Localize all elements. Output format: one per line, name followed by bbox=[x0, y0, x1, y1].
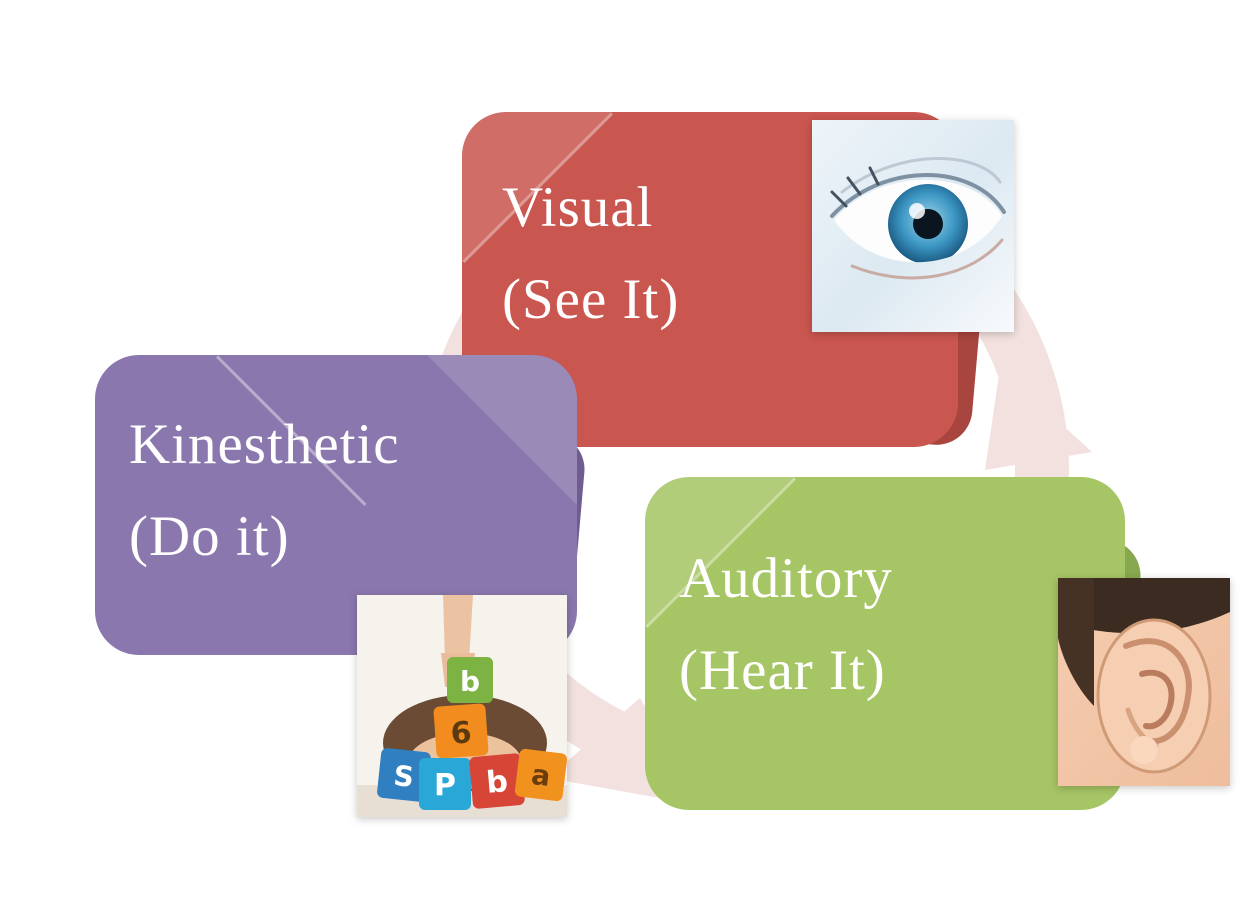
child-arm bbox=[443, 595, 473, 661]
visual-card-title: Visual bbox=[502, 176, 654, 239]
auditory-card-surface bbox=[645, 477, 1125, 810]
svg-text:b: b bbox=[460, 665, 480, 698]
kinesthetic-card-surface bbox=[95, 355, 577, 655]
svg-text:P: P bbox=[434, 768, 456, 803]
held-block: b bbox=[447, 657, 493, 703]
svg-text:6: 6 bbox=[450, 715, 473, 751]
visual-card-subtitle: (See It) bbox=[502, 268, 680, 332]
block-red: b bbox=[469, 753, 525, 809]
kinesthetic-card: Kinesthetic (Do it) bbox=[95, 355, 577, 655]
ear-photo bbox=[1058, 578, 1230, 786]
hair-side bbox=[1058, 578, 1094, 706]
eye-photo bbox=[812, 120, 1014, 332]
visual-card-surface bbox=[462, 112, 958, 447]
kinesthetic-card-title: Kinesthetic bbox=[129, 413, 400, 476]
cycle-arrowhead-right bbox=[985, 368, 1092, 470]
auditory-card-title: Auditory bbox=[679, 547, 893, 610]
svg-text:a: a bbox=[530, 758, 553, 793]
auditory-card: Auditory (Hear It) bbox=[645, 477, 1125, 810]
auditory-card-subtitle: (Hear It) bbox=[679, 639, 886, 703]
block-blue: S bbox=[377, 748, 431, 802]
svg-text:b: b bbox=[485, 764, 509, 801]
hair bbox=[1058, 578, 1230, 634]
kinesthetic-card-fold-highlight bbox=[427, 355, 577, 505]
middle-block: 6 bbox=[433, 703, 489, 759]
kinesthetic-card-subtitle: (Do it) bbox=[129, 505, 290, 569]
block-orange: a bbox=[514, 748, 567, 802]
svg-text:S: S bbox=[392, 759, 416, 794]
block-cyan: P bbox=[419, 758, 471, 810]
child-stacking-letter-blocks-photo: b 6 S P b a bbox=[357, 595, 567, 817]
